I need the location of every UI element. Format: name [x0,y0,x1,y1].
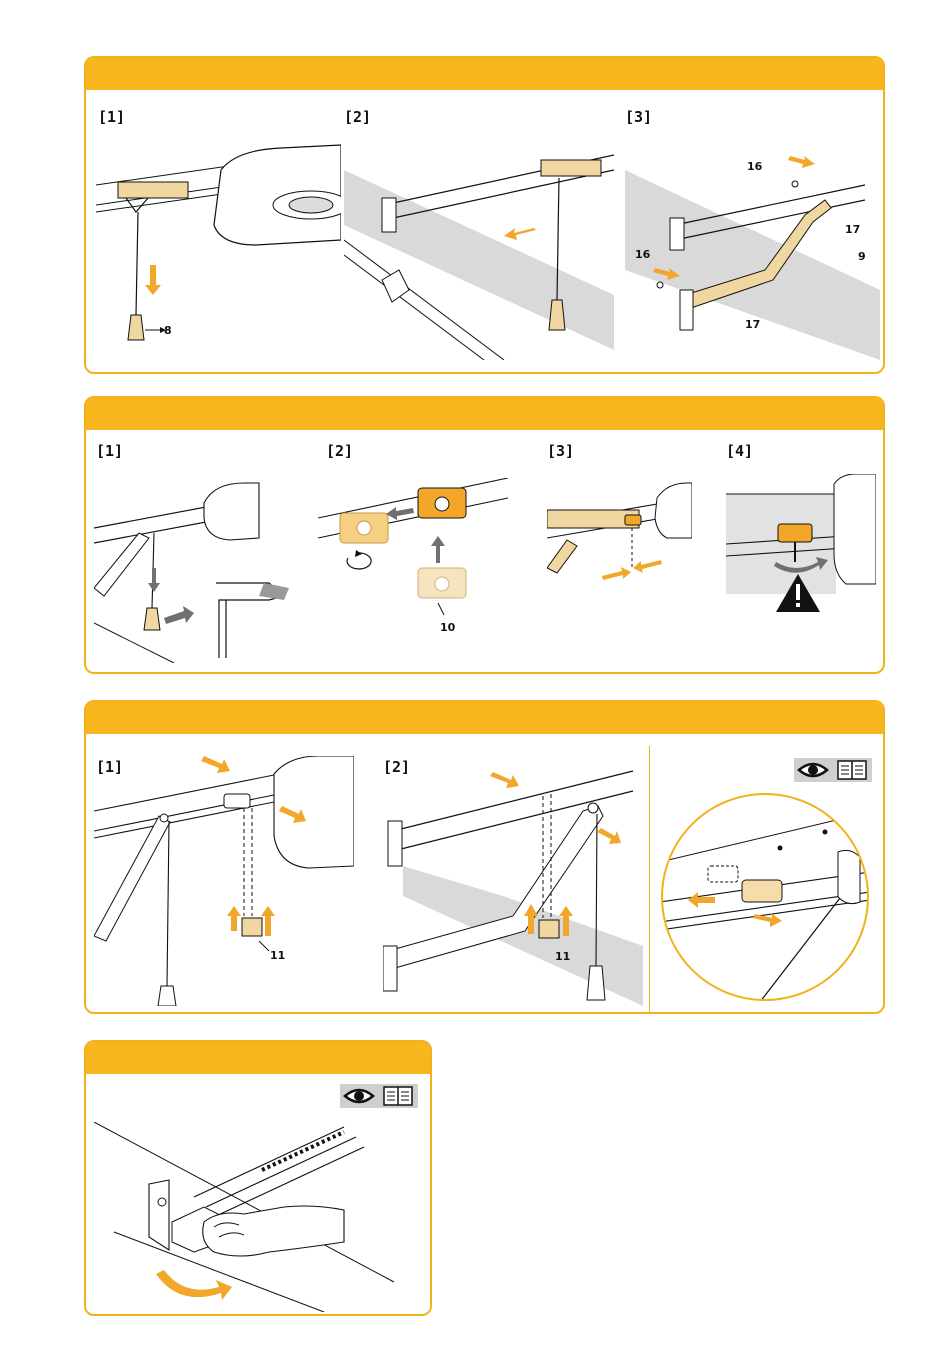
illustration-4 [94,1122,424,1312]
panel-3-divider [649,746,650,1014]
callout-handle: 8 [164,324,172,337]
manual-book-icon [838,761,866,779]
panel-1-manual-release-install: [1] [2] [3] 8 [84,56,885,374]
panel-3-header [86,702,883,734]
eye-icon [345,1090,373,1102]
callout-nut: 10 [440,621,456,634]
panel-2-release-nut-adjust: [1] [2] [3] [4] 10 [84,396,885,674]
panel-4-reference-icons [340,1084,418,1108]
step-4-label: [4] [726,442,753,460]
panel-4-header [86,1042,430,1074]
step-2-label: [2] [326,442,353,460]
step-3-label: [3] [547,442,574,460]
illustration-1-2 [344,130,614,360]
panel-3-limit-stop-install: [1] [2] 11 [84,700,885,1014]
callout-clip-top: 17 [845,223,860,236]
manual-book-icon [384,1087,412,1105]
panel-2-header [86,398,883,430]
panel-1-header [86,58,883,90]
illustration-3-detail-magnifier [660,792,870,1002]
rotate-arrow [156,1270,232,1300]
release-bracket-part [118,182,188,198]
step-1-label: [1] [96,442,123,460]
illustration-2-1 [94,478,294,663]
left-arrow [504,228,536,240]
callout-clip-bottom: 17 [745,318,760,331]
illustration-3-2: 11 [383,756,643,1006]
callout-arm: 9 [858,250,866,263]
ceiling-shade [344,170,614,350]
illustration-3-1: 11 [94,756,354,1006]
illustration-1-3: 16 16 9 17 17 [625,130,880,360]
panel-3-reference-icons [794,758,872,782]
callout-stop-left: 11 [270,949,285,962]
release-handle [128,315,144,340]
release-cord [136,212,138,315]
step-2-label: [2] [344,108,371,126]
callout-pin-top: 16 [747,160,763,173]
illustration-1-1: 8 [96,130,341,360]
callout-stop-right: 11 [555,950,570,963]
down-arrow [145,265,161,295]
hand-outline [203,1206,344,1256]
panel-4-manual-release-lever [84,1040,432,1316]
callout-pin-bottom: 16 [635,248,651,261]
eye-icon [799,764,827,776]
illustration-2-2: 10 [318,478,508,663]
step-3-label: [3] [625,108,652,126]
step-1-label: [1] [98,108,125,126]
illustration-2-3 [547,478,692,588]
illustration-2-4 [726,474,876,619]
